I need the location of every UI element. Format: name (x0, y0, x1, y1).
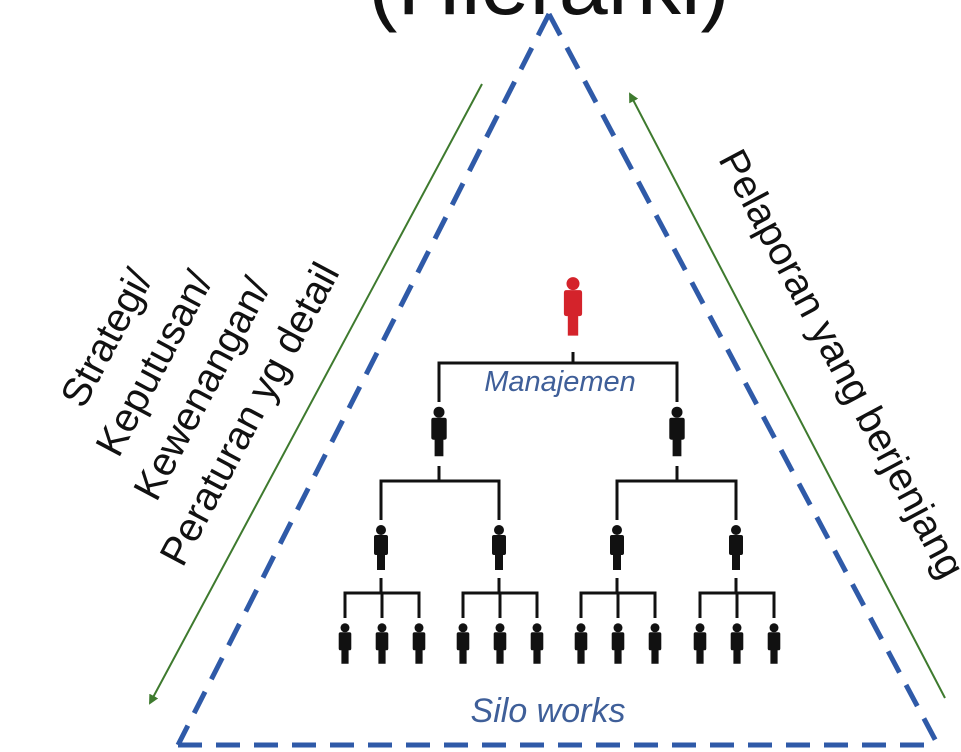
head-person-icon (563, 277, 583, 336)
arrow-up-icon (629, 92, 946, 699)
left-text-block: Strategi/ Keputusan/ Kewenangan/ Peratur… (53, 256, 349, 573)
person-icon (767, 623, 781, 664)
person-icon (431, 406, 447, 457)
person-icon (530, 623, 544, 664)
person-icon (412, 623, 426, 664)
person-icon (611, 623, 625, 664)
bottom-label: Silo works (471, 692, 626, 730)
right-text: Pelaporan yang berjenjang (710, 142, 961, 585)
person-icon (456, 623, 470, 664)
person-icon (693, 623, 707, 664)
person-icon (610, 525, 624, 570)
triangle-left-edge (175, 12, 552, 747)
person-icon (338, 623, 352, 664)
arrow-down-left-icon (149, 83, 483, 705)
person-icon (669, 406, 685, 457)
org-chart-people (338, 277, 781, 664)
person-icon (492, 525, 506, 570)
person-icon (730, 623, 744, 664)
person-icon (648, 623, 662, 664)
person-icon (493, 623, 507, 664)
right-text-block: Pelaporan yang berjenjang (710, 142, 961, 585)
triangle-right-edge (546, 12, 941, 747)
person-icon (574, 623, 588, 664)
org-chart-connectors (343, 352, 776, 618)
person-icon (374, 525, 388, 570)
manager-label: Manajemen (484, 366, 636, 398)
person-icon (375, 623, 389, 664)
person-icon (729, 525, 743, 570)
